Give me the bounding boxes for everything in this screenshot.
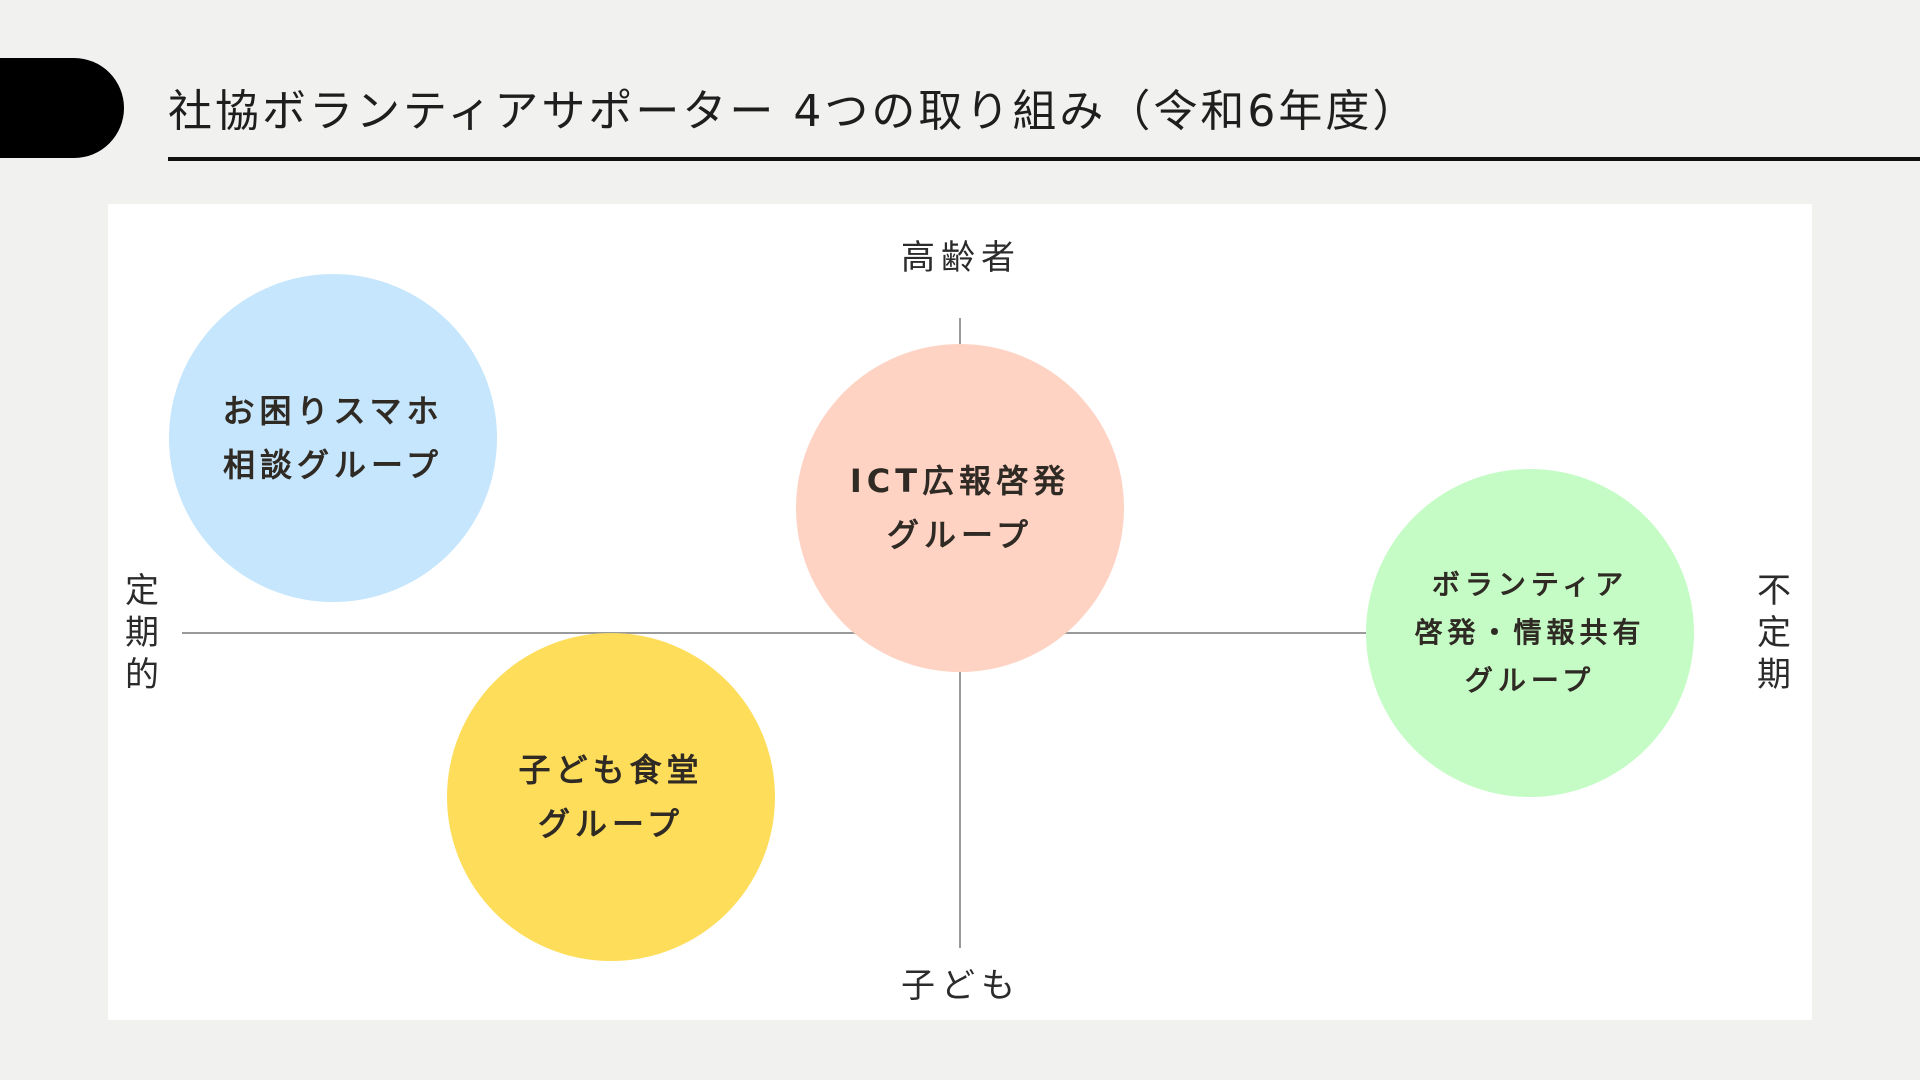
bubble-line: お困りスマホ xyxy=(222,392,444,430)
bubble-line: グループ xyxy=(886,516,1034,554)
bubble-kids-cafeteria: 子ども食堂 グループ xyxy=(447,633,775,961)
bubble-line: 子ども食堂 xyxy=(518,751,704,789)
axis-label-left: 定期的 xyxy=(125,571,159,695)
bubble-kids-cafeteria-label: 子ども食堂 グループ xyxy=(518,743,703,851)
bubble-line: グループ xyxy=(537,805,685,843)
bubble-volunteer-info: ボランティア 啓発・情報共有 グループ xyxy=(1366,469,1694,797)
bubble-line: ICT広報啓発 xyxy=(849,462,1071,500)
bubble-smartphone-help: お困りスマホ 相談グループ xyxy=(169,274,497,602)
axis-label-right: 不定期 xyxy=(1757,571,1791,695)
bubble-line: 啓発・情報共有 xyxy=(1414,616,1646,649)
bubble-ict-publicity-label: ICT広報啓発 グループ xyxy=(850,454,1070,562)
title-underline xyxy=(168,157,1920,161)
bubble-line: 相談グループ xyxy=(222,446,444,484)
bubble-volunteer-info-label: ボランティア 啓発・情報共有 グループ xyxy=(1414,561,1645,705)
axis-label-bottom: 子ども xyxy=(901,966,1021,1006)
page-title: 社協ボランティアサポーター 4つの取り組み（令和6年度） xyxy=(168,86,1420,137)
bubble-smartphone-help-label: お困りスマホ 相談グループ xyxy=(222,384,443,492)
bubble-line: ボランティア xyxy=(1431,568,1629,601)
axis-label-top: 高齢者 xyxy=(901,238,1021,278)
bubble-ict-publicity: ICT広報啓発 グループ xyxy=(796,344,1124,672)
quadrant-panel: 高齢者 子ども 定期的 不定期 お困りスマホ 相談グループ ICT広報啓発 グル… xyxy=(108,204,1812,1020)
title-tab-marker xyxy=(0,58,124,158)
bubble-line: グループ xyxy=(1464,664,1596,697)
